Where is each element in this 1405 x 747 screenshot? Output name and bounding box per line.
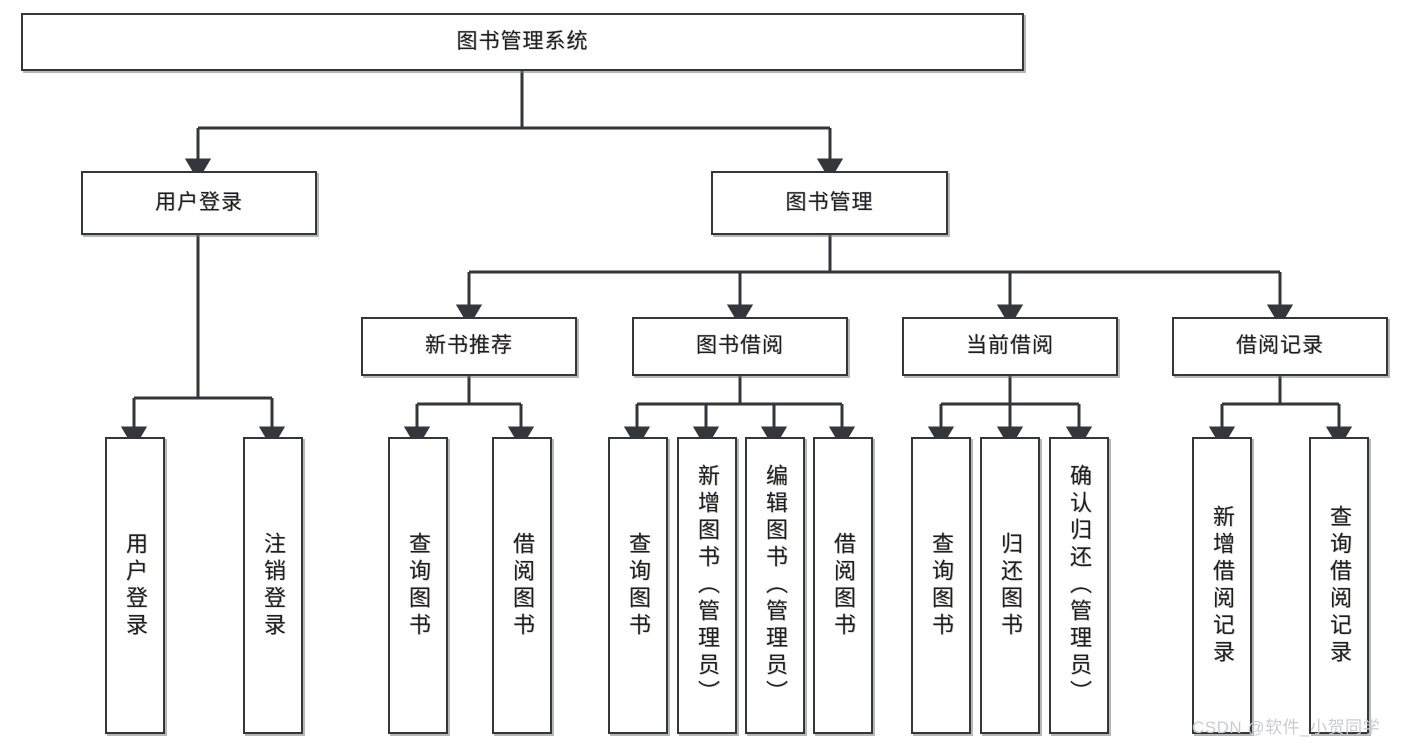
node-label: 新书推荐 [425,334,513,358]
node-label: 查询图书 [406,531,431,640]
leaf-logout-login[interactable]: 注销登录 [243,437,303,734]
node-label: 用户登录 [155,190,243,214]
leaf-add-book[interactable]: 新增图书（管理员） [677,437,737,734]
node-label: 图书借阅 [696,334,784,358]
node-label: 图书管理 [785,190,874,214]
leaf-borrow-book[interactable]: 借阅图书 [813,437,873,734]
node-label: 编辑图书（管理员） [763,464,788,707]
leaf-query-book-borrow[interactable]: 查询图书 [608,437,668,734]
node-label: 借阅图书 [510,531,535,640]
node-label: 查询图书 [626,531,651,640]
node-label: 查询借阅记录 [1327,504,1352,667]
csdn-watermark: CSDN @软件_小贺同学 [1192,718,1381,737]
node-book-borrow[interactable]: 图书借阅 [632,317,848,376]
node-user-login[interactable]: 用户登录 [81,171,317,235]
node-label: 用户登录 [123,531,148,640]
leaf-return-book[interactable]: 归还图书 [980,437,1040,734]
leaf-borrow-book-recommend[interactable]: 借阅图书 [492,437,552,734]
node-label: 归还图书 [998,531,1023,640]
node-label: 确认归还（管理员） [1067,464,1092,707]
node-book-management-system[interactable]: 图书管理系统 [21,13,1024,71]
node-label: 借阅图书 [831,531,856,640]
node-label: 借阅记录 [1236,334,1324,358]
leaf-query-book-current[interactable]: 查询图书 [911,437,971,734]
leaf-edit-book[interactable]: 编辑图书（管理员） [745,437,805,734]
node-label: 当前借阅 [966,334,1054,358]
node-book-management[interactable]: 图书管理 [711,171,948,235]
node-borrow-record[interactable]: 借阅记录 [1172,317,1388,376]
node-label: 新增图书（管理员） [695,464,720,707]
leaf-confirm-return[interactable]: 确认归还（管理员） [1049,437,1109,734]
leaf-query-borrow-record[interactable]: 查询借阅记录 [1309,437,1369,734]
node-label: 图书管理系统 [456,29,589,53]
node-label: 查询图书 [929,531,954,640]
leaf-add-borrow-record[interactable]: 新增借阅记录 [1192,437,1252,734]
node-current-borrow[interactable]: 当前借阅 [902,317,1118,376]
node-label: 注销登录 [261,531,286,640]
leaf-user-login[interactable]: 用户登录 [105,437,165,734]
node-new-book-recommend[interactable]: 新书推荐 [361,317,577,376]
node-label: 新增借阅记录 [1210,504,1235,667]
leaf-query-book-recommend[interactable]: 查询图书 [388,437,448,734]
